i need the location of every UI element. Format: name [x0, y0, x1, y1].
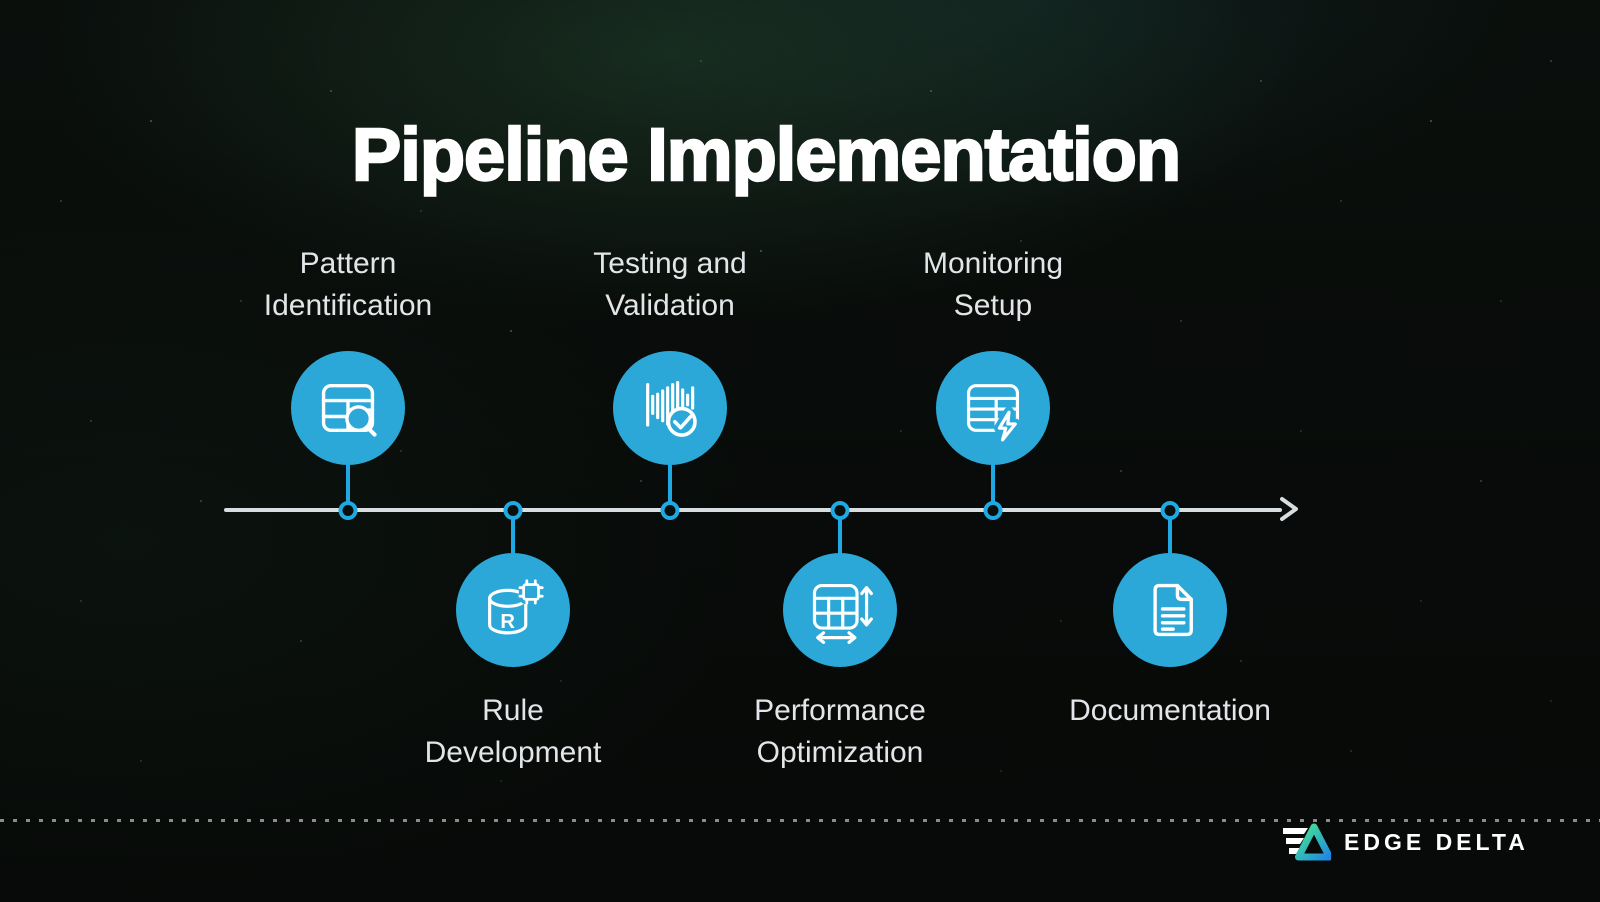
- step-label-line: Pattern: [299, 247, 397, 280]
- step-label-line: Rule: [482, 694, 544, 727]
- connector-line: [1168, 517, 1172, 555]
- table-resize-arrows-icon: [783, 553, 897, 667]
- step-label: Pattern Identification: [168, 243, 528, 327]
- step-label: Performance Optimization: [660, 690, 1020, 774]
- step-label: Rule Development: [333, 690, 693, 774]
- step-pattern-identification: Pattern Identification: [168, 0, 528, 902]
- step-label: Monitoring Setup: [813, 243, 1173, 327]
- database-rule-icon: R: [456, 553, 570, 667]
- svg-text:R: R: [500, 611, 515, 633]
- step-label: Testing and Validation: [490, 243, 850, 327]
- background-stars: [0, 0, 2, 2]
- waveform-check-icon: [613, 351, 727, 465]
- page-title: Pipeline Implementation: [351, 111, 1183, 196]
- step-label-line: Performance: [754, 694, 926, 727]
- step-performance-optimization: Performance Optimization: [660, 0, 1020, 902]
- step-label-line: Documentation: [1069, 694, 1271, 727]
- timeline-arrowhead-icon: [1280, 497, 1298, 521]
- step-label: Documentation: [990, 690, 1350, 732]
- step-monitoring-setup: Monitoring Setup: [813, 0, 1173, 902]
- brand-name: EDGE DELTA: [1344, 828, 1529, 855]
- connector-line: [668, 463, 672, 503]
- timeline-node-dot: [983, 501, 1003, 520]
- connector-line: [991, 463, 995, 503]
- step-label-line: Identification: [263, 289, 433, 322]
- timeline-node-dot: [660, 501, 680, 520]
- step-testing-validation: Testing and Validation: [490, 0, 850, 902]
- timeline-node-dot: [338, 501, 358, 520]
- table-search-icon: [291, 351, 405, 465]
- timeline-line: [224, 508, 1282, 512]
- connector-line: [346, 463, 350, 503]
- table-lightning-icon: [936, 351, 1050, 465]
- step-label-line: Development: [424, 736, 602, 769]
- timeline-node-dot: [1160, 501, 1180, 520]
- step-label-line: Testing and: [593, 247, 747, 280]
- step-rule-development: Rule Development R: [333, 0, 693, 902]
- timeline-node-dot: [830, 501, 850, 520]
- connector-line: [838, 517, 842, 555]
- step-label-line: Validation: [605, 289, 735, 322]
- step-documentation: Documentation: [990, 0, 1350, 902]
- step-label-line: Setup: [953, 289, 1033, 322]
- edge-delta-logo-mark-icon: [1283, 823, 1331, 861]
- step-label-line: Monitoring: [922, 247, 1064, 280]
- dotted-separator: [0, 819, 1600, 822]
- timeline-node-dot: [503, 501, 523, 520]
- edge-delta-logo: EDGE DELTA: [1283, 822, 1529, 862]
- document-icon: [1113, 553, 1227, 667]
- connector-line: [511, 517, 515, 555]
- step-label-line: Optimization: [756, 736, 924, 769]
